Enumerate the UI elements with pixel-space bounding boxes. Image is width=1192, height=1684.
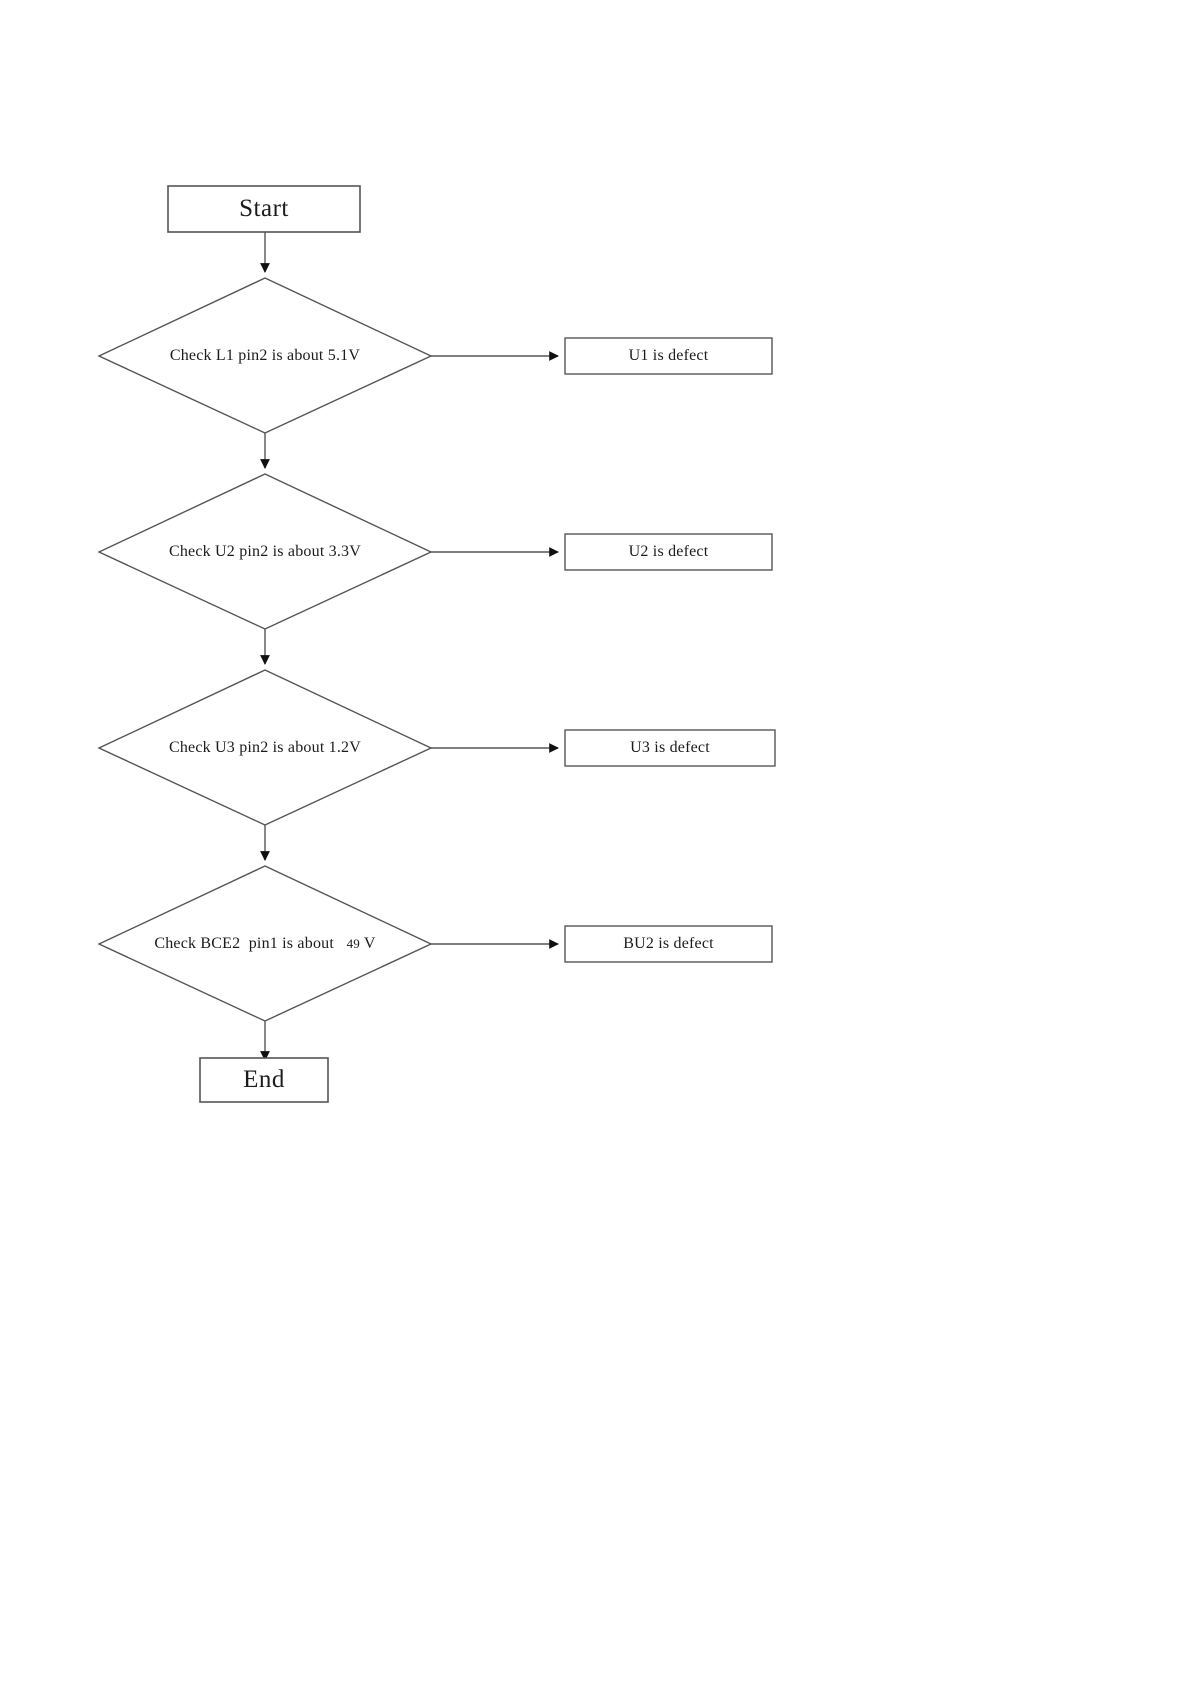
decision-diamond-4	[97, 865, 433, 1022]
result-box-1	[564, 337, 773, 375]
start-box	[167, 185, 361, 233]
decision-diamond-3	[97, 669, 433, 826]
decision-diamond-1	[97, 277, 433, 434]
result-box-4	[564, 925, 773, 963]
result-box-3	[564, 729, 776, 767]
end-box	[199, 1057, 329, 1103]
decision-diamond-2	[97, 473, 433, 630]
result-box-2	[564, 533, 773, 571]
